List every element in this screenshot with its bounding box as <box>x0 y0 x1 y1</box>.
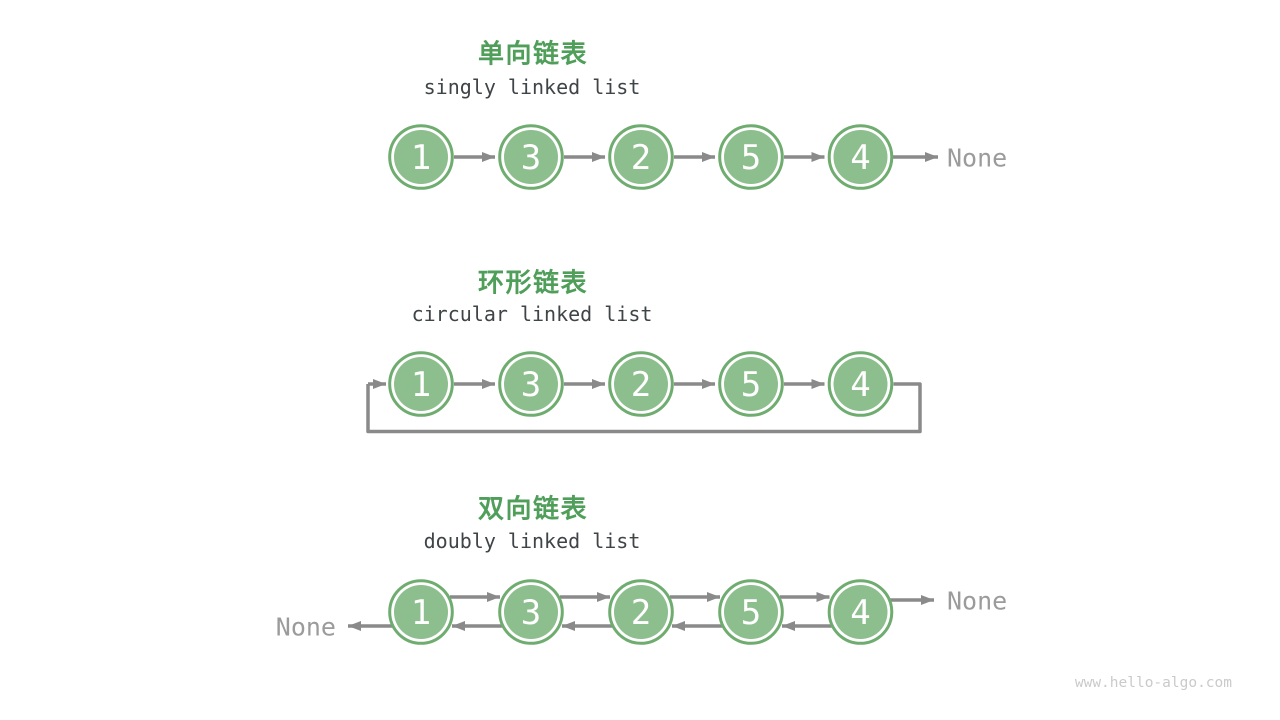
list-node: 2 <box>608 124 674 190</box>
node-value: 5 <box>741 593 761 633</box>
list-node: 3 <box>498 579 564 645</box>
none-label: None <box>947 587 1007 616</box>
node-value: 4 <box>850 138 870 178</box>
node-outer-ring <box>718 351 784 417</box>
node-value: 4 <box>850 593 870 633</box>
list-node: 3 <box>498 351 564 417</box>
node-outer-ring <box>388 124 454 190</box>
node-body <box>504 585 558 639</box>
list-node: 1 <box>388 579 454 645</box>
node-body <box>394 130 448 184</box>
node-outer-ring <box>498 579 564 645</box>
node-body <box>833 585 888 639</box>
singly-list-title: 单向链表 <box>477 39 589 70</box>
node-body <box>614 585 668 639</box>
node-value: 2 <box>631 138 651 178</box>
node-outer-ring <box>608 579 674 645</box>
node-body <box>504 357 558 411</box>
watermark: www.hello-algo.com <box>1074 675 1232 691</box>
node-body <box>724 130 778 184</box>
list-node: 4 <box>827 351 894 417</box>
node-outer-ring <box>718 579 784 645</box>
node-outer-ring <box>608 351 674 417</box>
list-node: 4 <box>827 579 894 645</box>
node-body <box>833 130 888 184</box>
node-value: 3 <box>521 593 541 633</box>
list-node: 3 <box>498 124 564 190</box>
none-label: None <box>276 613 336 642</box>
list-node: 5 <box>718 351 784 417</box>
circular-list-title: 环形链表 <box>477 268 589 299</box>
node-outer-ring <box>718 124 784 190</box>
node-body <box>614 130 668 184</box>
node-value: 5 <box>741 365 761 405</box>
list-node: 5 <box>718 124 784 190</box>
circular-list-subtitle: circular linked list <box>411 302 653 326</box>
node-value: 1 <box>411 365 431 405</box>
node-body <box>504 130 558 184</box>
node-outer-ring <box>827 351 894 417</box>
node-body <box>724 585 778 639</box>
list-node: 1 <box>388 351 454 417</box>
node-outer-ring <box>388 351 454 417</box>
circular-loop <box>366 382 922 434</box>
list-node: 4 <box>827 124 894 190</box>
node-value: 4 <box>850 365 870 405</box>
node-body <box>614 357 668 411</box>
list-node: 1 <box>388 124 454 190</box>
list-node: 2 <box>608 579 674 645</box>
node-outer-ring <box>827 124 894 190</box>
node-outer-ring <box>388 579 454 645</box>
node-value: 1 <box>411 138 431 178</box>
node-value: 3 <box>521 138 541 178</box>
singly-list-subtitle: singly linked list <box>423 75 641 99</box>
node-outer-ring <box>498 351 564 417</box>
node-body <box>833 357 888 411</box>
node-value: 2 <box>631 365 651 405</box>
node-body <box>394 357 448 411</box>
list-node: 2 <box>608 351 674 417</box>
node-body <box>724 357 778 411</box>
list-node: 5 <box>718 579 784 645</box>
node-value: 2 <box>631 593 651 633</box>
node-value: 1 <box>411 593 431 633</box>
none-label: None <box>947 144 1007 173</box>
doubly-list-subtitle: doubly linked list <box>423 529 641 553</box>
node-value: 5 <box>741 138 761 178</box>
node-outer-ring <box>827 579 894 645</box>
node-body <box>394 585 448 639</box>
node-outer-ring <box>498 124 564 190</box>
node-outer-ring <box>608 124 674 190</box>
node-value: 3 <box>521 365 541 405</box>
doubly-list-title: 双向链表 <box>477 494 589 525</box>
